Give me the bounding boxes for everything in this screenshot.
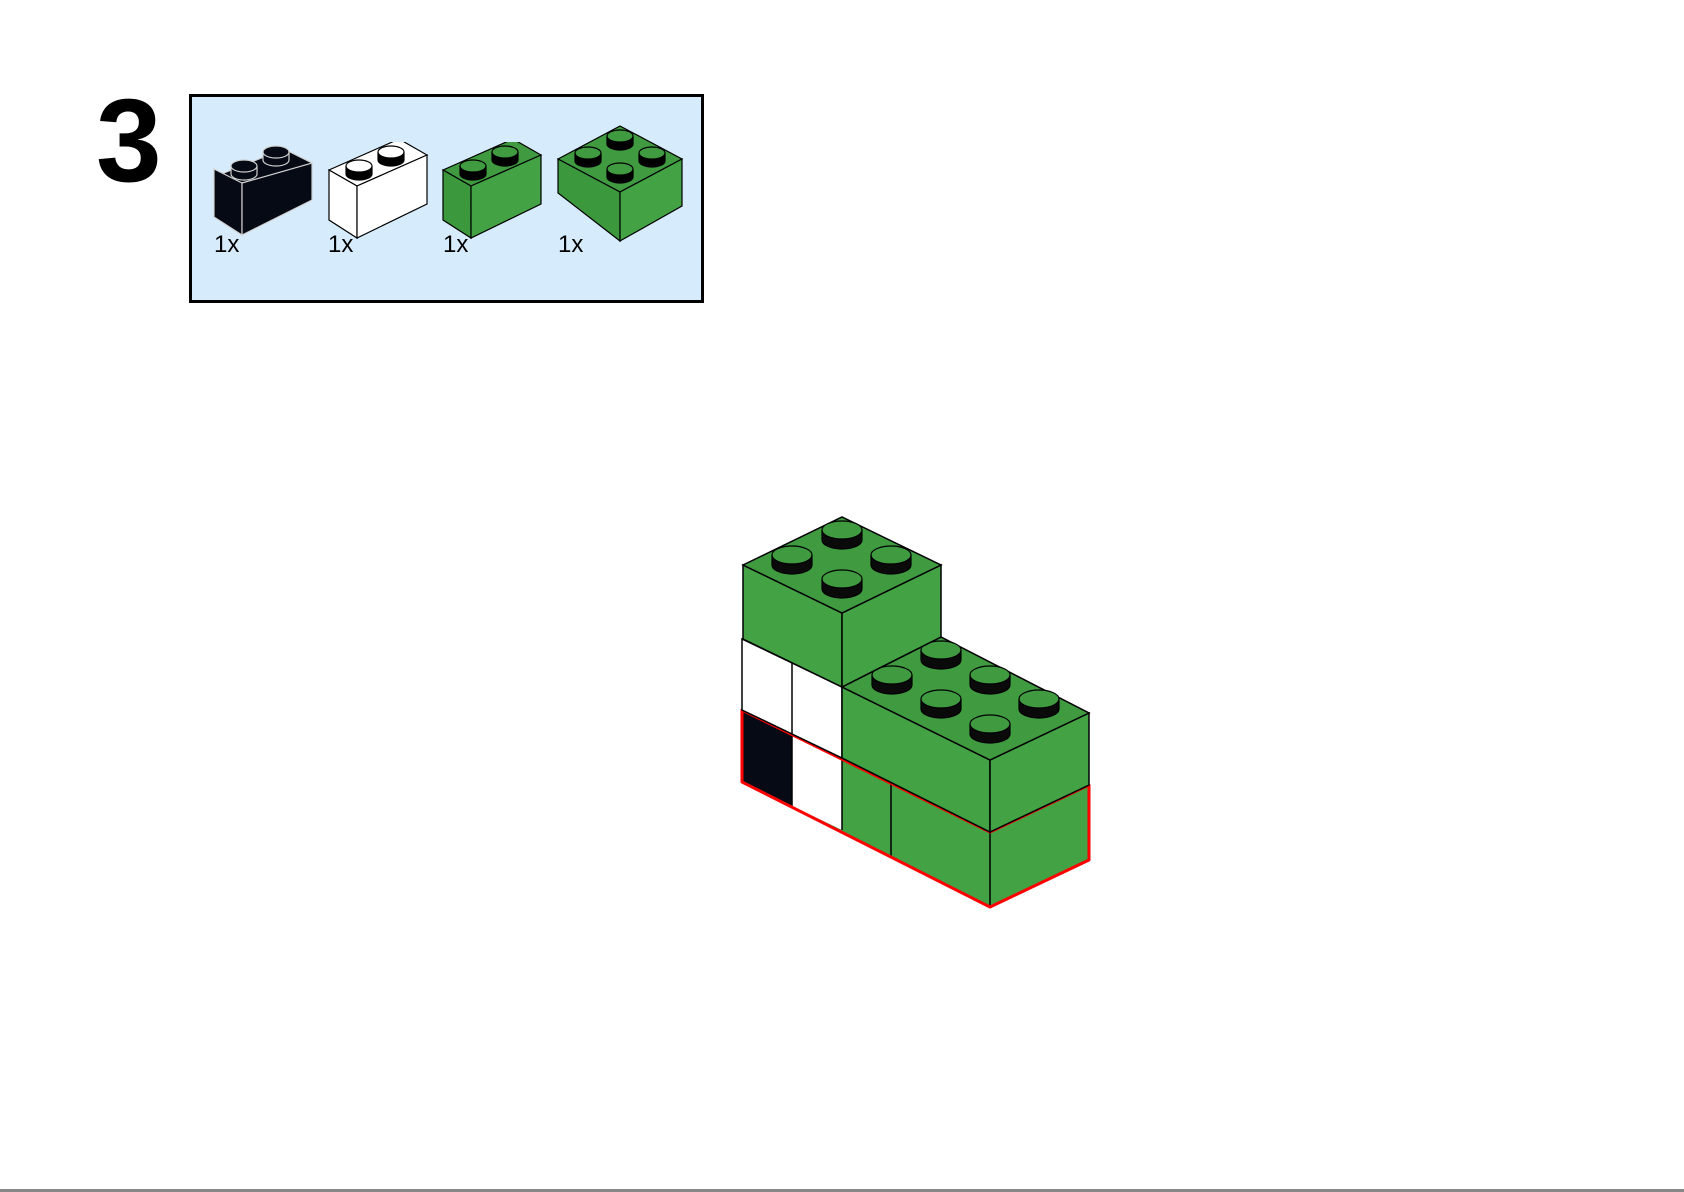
brick-1x2-black-icon	[212, 145, 314, 237]
brick-1x2-white-icon	[327, 142, 429, 240]
step-number: 3	[96, 75, 162, 207]
brick-1x2-green-icon	[441, 142, 543, 240]
page-bottom-border	[0, 1189, 1684, 1192]
middle-layer	[741, 636, 1091, 834]
part-qty-green-1x2: 1x	[443, 231, 469, 258]
bottom-layer-new-parts	[740, 708, 1091, 909]
top-brick-2x2	[741, 516, 943, 689]
part-qty-green-2x2: 1x	[558, 231, 584, 258]
part-qty-white: 1x	[328, 231, 354, 258]
part-qty-black: 1x	[214, 231, 240, 258]
brick-2x2-green-icon	[556, 125, 684, 243]
parts-list-callout: 1x 1x 1x	[189, 94, 704, 303]
